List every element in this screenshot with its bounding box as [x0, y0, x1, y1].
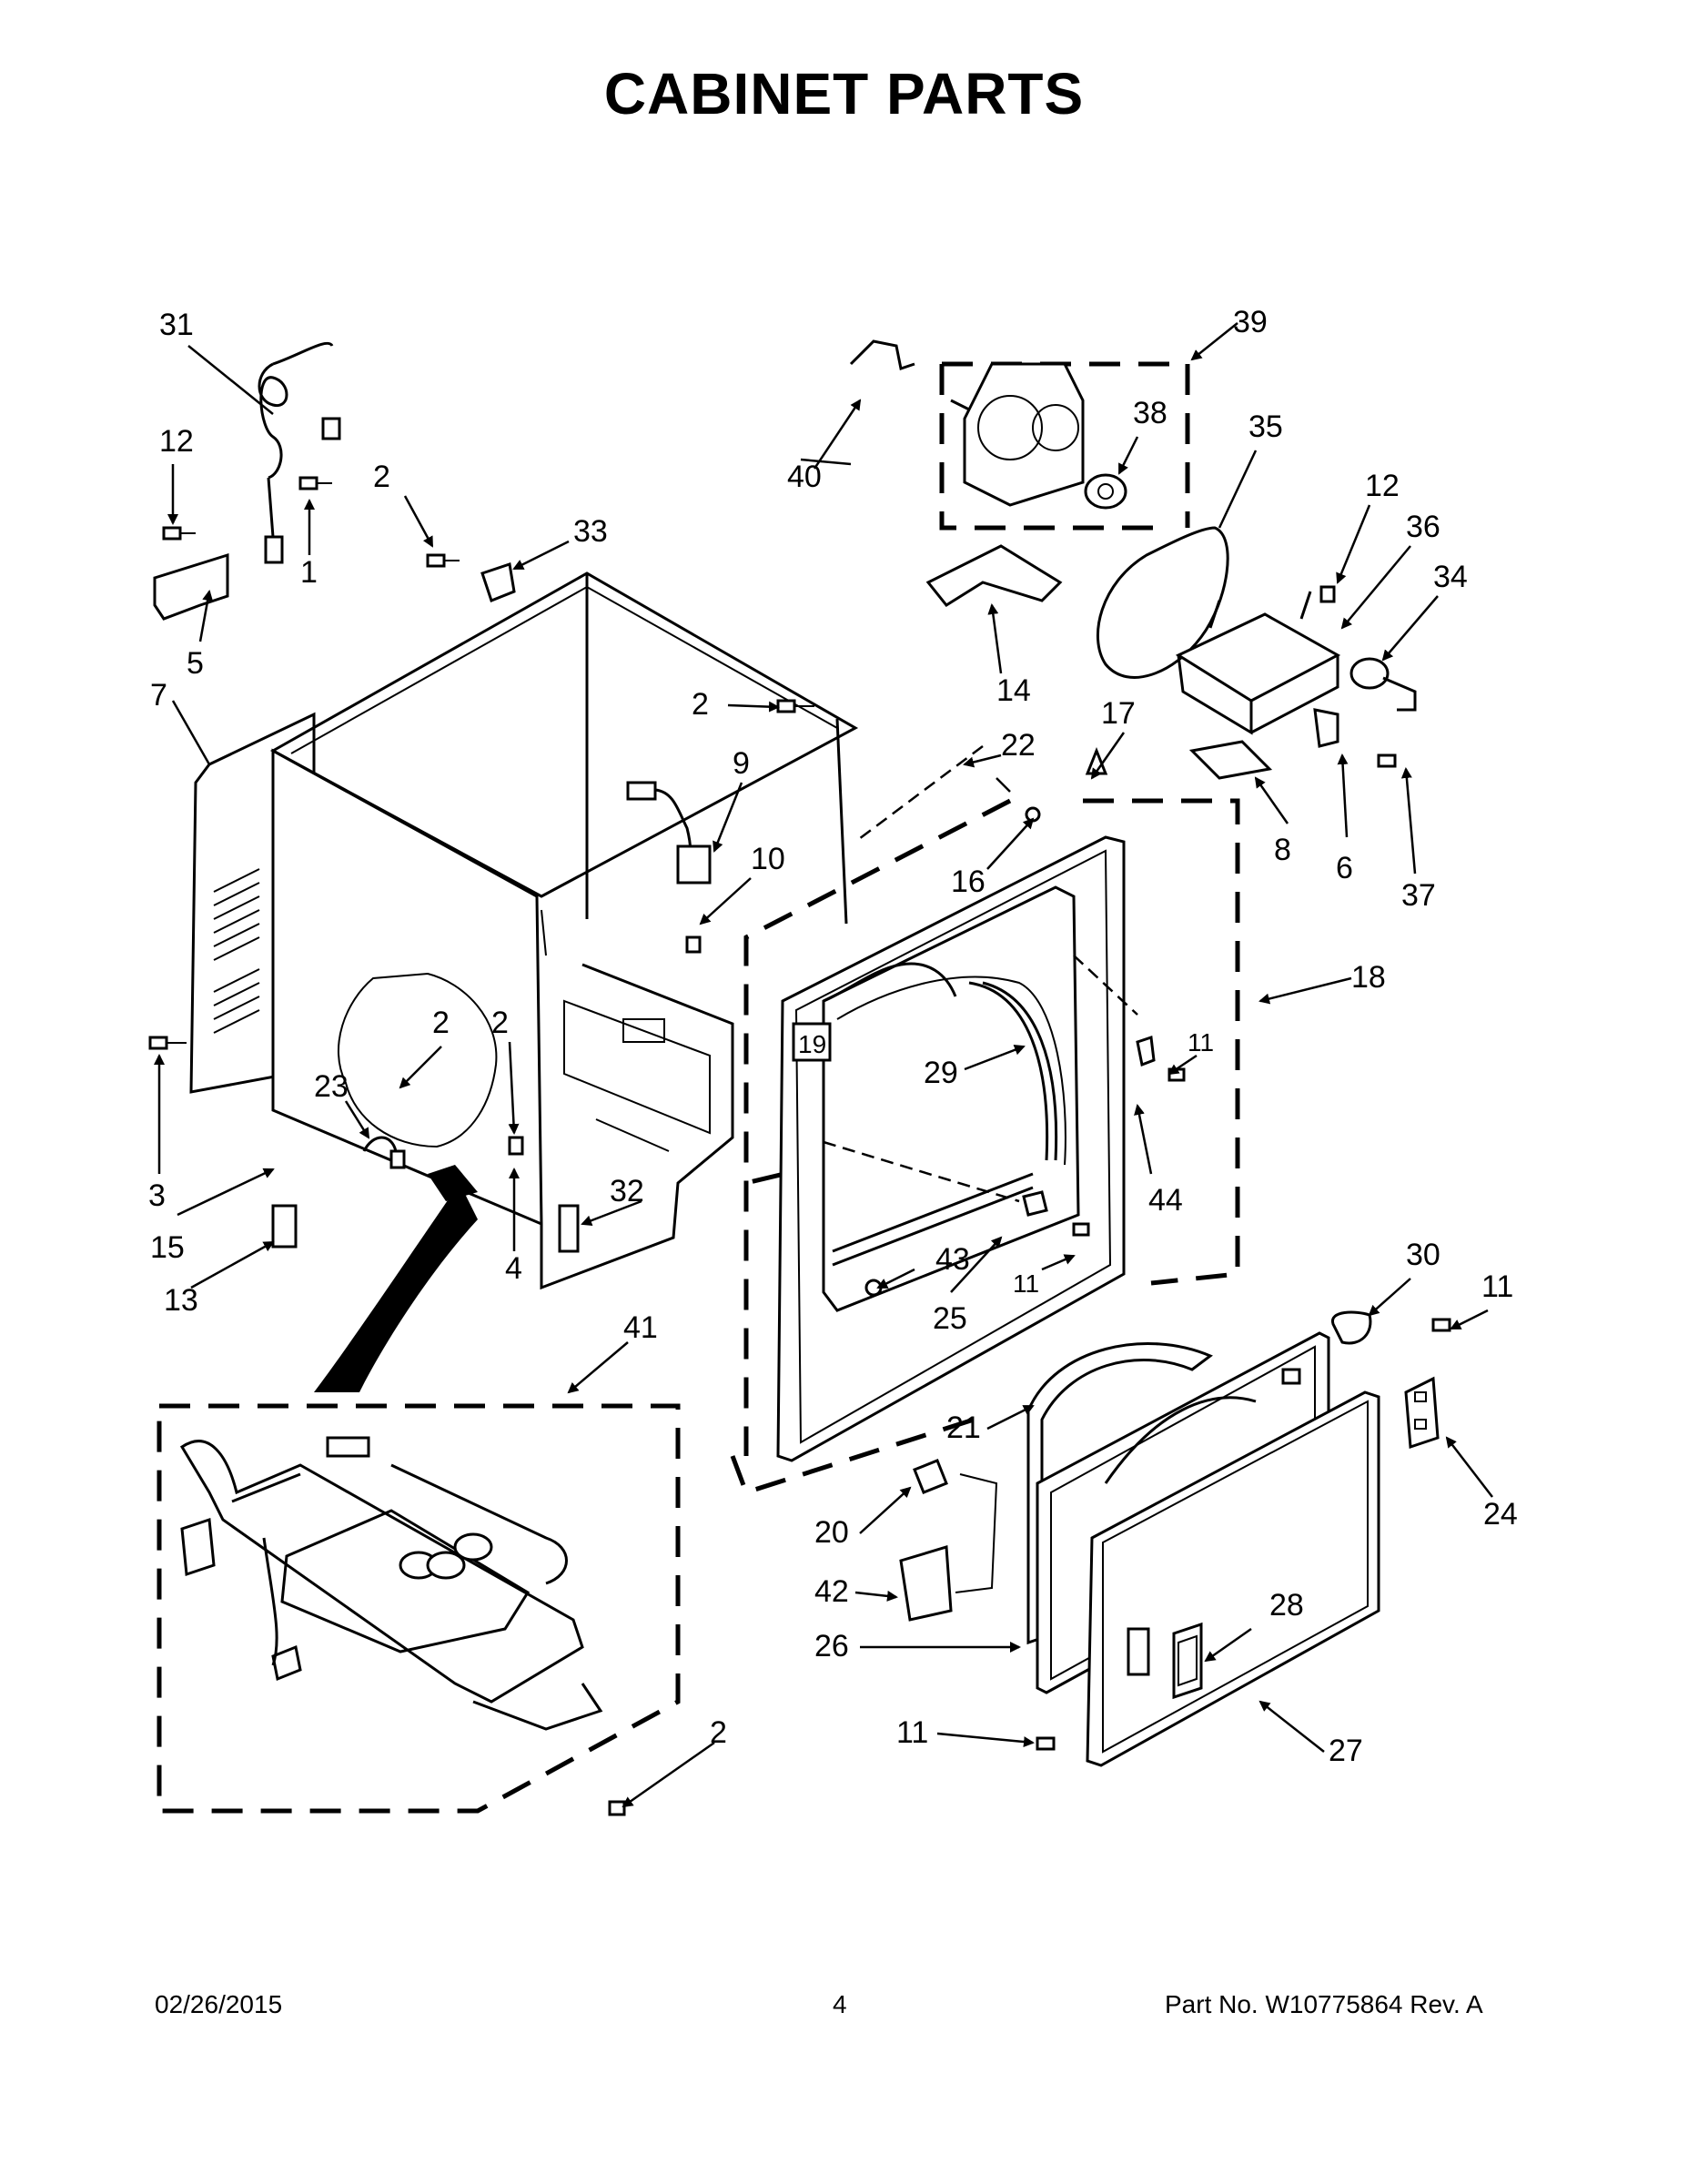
callout-5: 5: [187, 646, 204, 681]
bracket-6: [1313, 708, 1339, 748]
callout-23: 23: [314, 1069, 349, 1104]
idler-bracket: [1175, 591, 1341, 735]
callout-20: 20: [814, 1515, 849, 1550]
callout-30: 30: [1406, 1238, 1440, 1272]
page-title: CABINET PARTS: [603, 61, 1085, 126]
motor-group-box: [939, 361, 1190, 531]
part-20: [913, 1459, 948, 1494]
callout-12: 12: [1365, 469, 1400, 503]
callout-11: 11: [1188, 1028, 1214, 1057]
callout-18: 18: [1351, 960, 1386, 995]
callout-44: 44: [1148, 1183, 1183, 1218]
callout-37: 37: [1401, 878, 1436, 913]
callout-7: 7: [150, 678, 167, 713]
small-screws: [148, 476, 814, 1169]
callout-8: 8: [1274, 833, 1291, 867]
door-assembly: [1026, 1331, 1380, 1767]
callout-15: 15: [150, 1230, 185, 1265]
part-42: [899, 1545, 953, 1622]
callout-13: 13: [164, 1283, 198, 1318]
callout-11: 11: [1481, 1269, 1513, 1304]
footer-page-number: 4: [833, 1990, 847, 2018]
callout-2: 2: [491, 1006, 509, 1040]
callout-10: 10: [751, 842, 785, 876]
callout-2: 2: [373, 460, 390, 494]
callout-14: 14: [996, 673, 1031, 708]
callout-12: 12: [159, 424, 194, 459]
callout-11: 11: [1013, 1269, 1039, 1298]
cabinet-assembly: [189, 562, 859, 1290]
part-32: [558, 1204, 580, 1253]
callout-2: 2: [710, 1715, 727, 1750]
wire-harness: [626, 781, 712, 885]
callout-39: 39: [1233, 305, 1268, 339]
callout-26: 26: [814, 1629, 849, 1663]
part-40-bracket: [849, 339, 915, 370]
callout-27: 27: [1329, 1734, 1363, 1768]
callout-1: 1: [300, 555, 318, 590]
callout-24: 24: [1483, 1497, 1518, 1532]
callout-22: 22: [1001, 728, 1036, 763]
callout-34: 34: [1433, 560, 1468, 594]
part-30: [1331, 1310, 1372, 1345]
callout-17: 17: [1101, 696, 1136, 731]
callout-6: 6: [1336, 851, 1353, 885]
front-panel-dash: [730, 1417, 975, 1496]
gas-valve-assembly: [179, 1436, 603, 1731]
callout-11: 11: [896, 1715, 928, 1750]
callout-42: 42: [814, 1574, 849, 1609]
part-5-bracket: [153, 552, 229, 621]
pad-8: [1188, 740, 1273, 780]
idler-pulley: [1349, 657, 1417, 712]
part-44: [1136, 1035, 1156, 1067]
power-cord: [258, 341, 341, 564]
callout-32: 32: [610, 1174, 644, 1208]
front-panel: [776, 835, 1126, 1462]
leveling-leg: [271, 1204, 298, 1249]
clip-23: [362, 1136, 398, 1152]
callout-35: 35: [1248, 410, 1283, 444]
callout-16: 16: [951, 864, 986, 899]
part-25: [1022, 1190, 1048, 1217]
callout-19: 19: [798, 1030, 826, 1058]
callout-43: 43: [935, 1242, 970, 1277]
callout-38: 38: [1133, 396, 1167, 430]
drive-belt: [1096, 526, 1229, 679]
callout-25: 25: [933, 1301, 967, 1336]
callout-31: 31: [159, 308, 194, 342]
callout-36: 36: [1406, 510, 1440, 544]
callout-29: 29: [924, 1056, 958, 1090]
callout-28: 28: [1269, 1588, 1304, 1623]
callout-2: 2: [432, 1006, 450, 1040]
drive-motor: [950, 362, 1127, 510]
callout-2: 2: [692, 687, 709, 722]
callout-41: 41: [623, 1310, 658, 1345]
exhaust-hose: [314, 972, 498, 1392]
callout-33: 33: [573, 514, 608, 549]
footer-date: 02/26/2015: [155, 1990, 283, 2018]
front-panel-dash-left: [743, 798, 1012, 1456]
gas-valve-group-box: [157, 1403, 681, 1814]
callout-40: 40: [787, 460, 822, 494]
part-14-cover: [925, 544, 1063, 607]
callout-4: 4: [505, 1251, 522, 1286]
callout-numbers: 31 12 1 2 33 5 7 2 9 10 3 15 13 23 2 2 4…: [148, 305, 1518, 1768]
callout-3: 3: [148, 1178, 166, 1213]
leader-lines: [154, 322, 1493, 1808]
door-hinge: [1404, 1376, 1440, 1450]
callout-21: 21: [946, 1410, 981, 1445]
callout-9: 9: [733, 746, 750, 781]
footer-part-number: Part No. W10775864 Rev. A: [1165, 1990, 1483, 2018]
